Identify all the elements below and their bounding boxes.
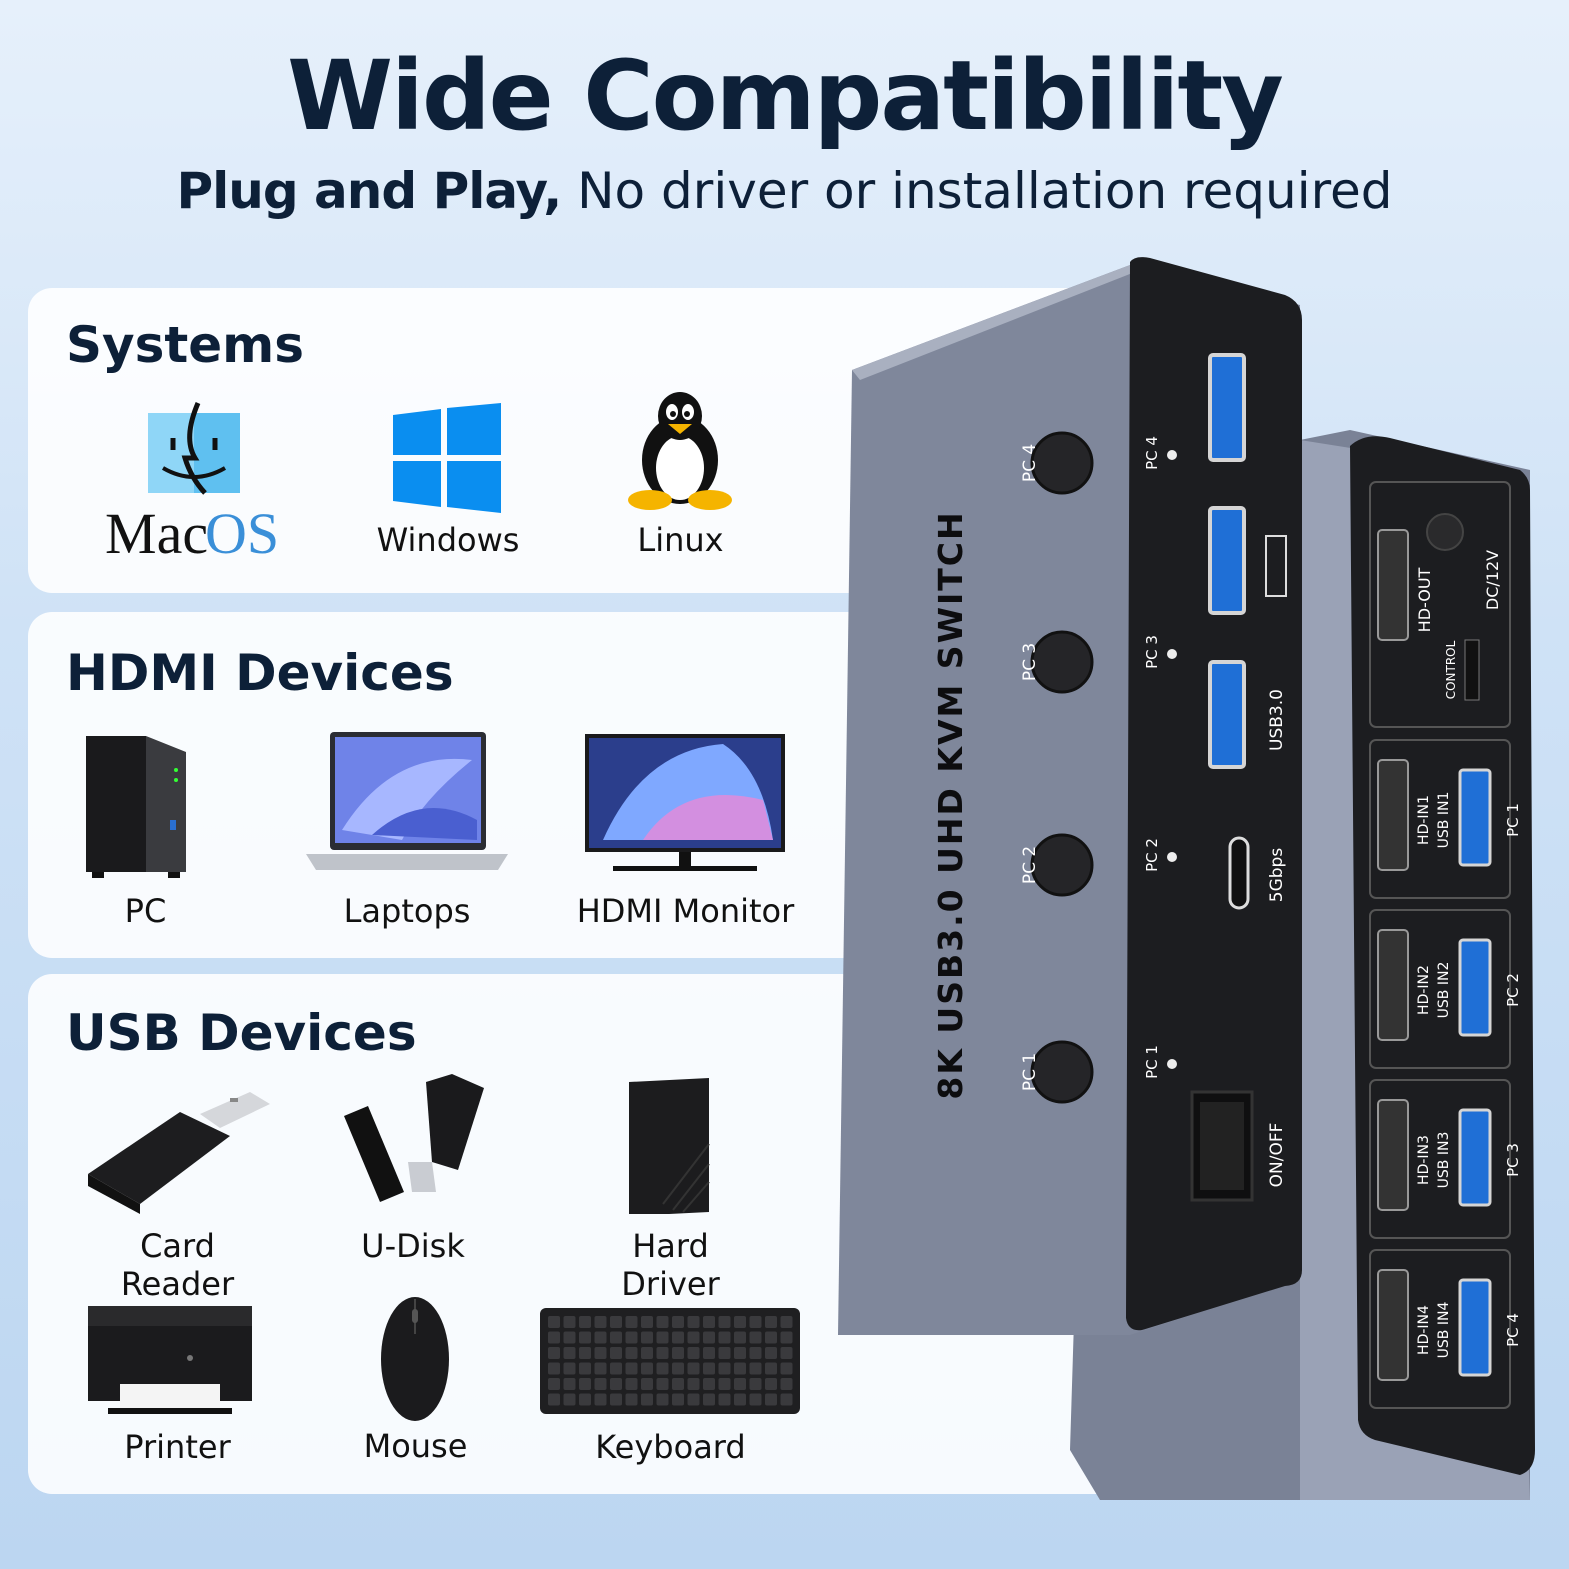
pc-button-label: PC 1 — [1020, 1053, 1040, 1091]
hd-in-label: HD-IN2 — [1416, 965, 1432, 1015]
rear-port-group — [1369, 1249, 1511, 1409]
rear-pc-label: PC 4 — [1504, 1313, 1522, 1347]
hdmi-in-port[interactable] — [1377, 1269, 1409, 1381]
pc-led — [1167, 649, 1177, 659]
laptops-item: Laptops — [302, 730, 512, 930]
systems-heading: Systems — [66, 316, 305, 374]
rear-pc-label: PC 1 — [1504, 803, 1522, 837]
windows-label: Windows — [376, 521, 520, 559]
usb-in-label: USB IN2 — [1436, 962, 1452, 1019]
laptop-icon — [306, 732, 508, 870]
pc-select-button[interactable] — [1030, 1040, 1094, 1104]
linux-label: Linux — [637, 521, 724, 559]
pc-button-label: PC 4 — [1020, 444, 1040, 482]
windows-item: Windows — [368, 403, 528, 563]
keyboard-icon — [540, 1308, 800, 1414]
u-disk-label: U-Disk — [361, 1227, 465, 1265]
hd-in-label: HD-IN4 — [1416, 1305, 1432, 1355]
nas-pc-icon — [86, 736, 186, 878]
subtitle-rest: No driver or installation required — [561, 162, 1393, 220]
subtitle-bold: Plug and Play, — [176, 162, 562, 220]
usb-in-label: USB IN4 — [1436, 1302, 1452, 1359]
hard-drive-item: Hard Driver — [583, 1074, 758, 1303]
hard-drive-label: Hard Driver — [621, 1227, 720, 1303]
hdmi-heading: HDMI Devices — [66, 644, 454, 702]
usb30-label: USB3.0 — [1267, 689, 1287, 751]
pc-led-label: PC 2 — [1143, 838, 1161, 872]
rear-pc-label: PC 3 — [1504, 1143, 1522, 1177]
pc-select-button[interactable] — [1030, 630, 1094, 694]
usb-in-label: USB IN1 — [1436, 792, 1452, 849]
monitor-label: HDMI Monitor — [576, 892, 795, 930]
5gbps-label: 5Gbps — [1267, 848, 1287, 903]
rear-port-group — [1369, 739, 1511, 899]
monitor-item: HDMI Monitor — [573, 730, 798, 930]
rear-panel — [1350, 436, 1535, 1476]
printer-item: Printer — [80, 1296, 275, 1486]
hd-in-label: HD-IN3 — [1416, 1135, 1432, 1185]
card-reader-label: Card Reader — [120, 1227, 235, 1303]
pc-led — [1167, 1059, 1177, 1069]
page-title: Wide Compatibility — [287, 40, 1284, 152]
macos-logo-icon: Mac OS — [103, 398, 283, 568]
usb-in-label: USB IN3 — [1436, 1132, 1452, 1189]
headline: Wide Compatibility Plug and Play, No dri… — [0, 40, 1569, 220]
card-reader-item: Card Reader — [80, 1074, 275, 1303]
dc-label: DC/12V — [1483, 550, 1502, 610]
usb-drive-icon — [344, 1074, 484, 1202]
mouse-label: Mouse — [363, 1427, 468, 1465]
usb-heading: USB Devices — [66, 1004, 417, 1062]
linux-penguin-icon — [628, 392, 732, 510]
usb-in-port[interactable] — [1458, 1278, 1492, 1377]
hdmi-in-port[interactable] — [1377, 1099, 1409, 1211]
control-label: CONTROL — [1444, 640, 1458, 699]
pc-label: PC — [124, 892, 167, 930]
svg-text:OS: OS — [205, 501, 279, 566]
pc-button-label: PC 3 — [1020, 643, 1040, 681]
hd-out-label: HD-OUT — [1415, 567, 1434, 632]
svg-text:Mac: Mac — [105, 501, 208, 566]
usb-in-port[interactable] — [1458, 1108, 1492, 1207]
pc-led-label: PC 1 — [1143, 1045, 1161, 1079]
rear-pc-label: PC 2 — [1504, 973, 1522, 1007]
keyboard-label: Keyboard — [595, 1428, 746, 1466]
u-disk-item: U-Disk — [338, 1074, 488, 1265]
rear-port-group — [1369, 909, 1511, 1069]
power-label: ON/OFF — [1267, 1123, 1287, 1188]
linux-item: Linux — [608, 388, 753, 563]
rear-port-group — [1369, 1079, 1511, 1239]
pc-select-button[interactable] — [1030, 431, 1094, 495]
pc-item: PC — [78, 730, 213, 930]
hard-drive-icon — [629, 1078, 710, 1214]
page-subtitle: Plug and Play, No driver or installation… — [0, 162, 1569, 220]
pc-led — [1167, 450, 1177, 460]
usb-in-port[interactable] — [1458, 938, 1492, 1037]
pc-led-label: PC 4 — [1143, 436, 1161, 470]
printer-label: Printer — [124, 1428, 231, 1466]
hd-in-label: HD-IN1 — [1416, 795, 1432, 845]
pc-button-label: PC 2 — [1020, 846, 1040, 884]
monitor-icon — [585, 734, 785, 871]
laptops-label: Laptops — [343, 892, 471, 930]
kvm-side-label: 8K USB3.0 UHD KVM SWITCH — [931, 510, 970, 1099]
printer-icon — [88, 1306, 252, 1414]
pc-led — [1167, 852, 1177, 862]
card-reader-icon — [88, 1092, 270, 1214]
hdmi-in-port[interactable] — [1377, 929, 1409, 1041]
pc-led-label: PC 3 — [1143, 635, 1161, 669]
keyboard-item: Keyboard — [538, 1306, 803, 1486]
windows-logo-icon — [393, 403, 501, 513]
hdmi-in-port[interactable] — [1377, 759, 1409, 871]
usb-in-port[interactable] — [1458, 768, 1492, 867]
mouse-item: Mouse — [358, 1289, 473, 1479]
pc-select-button[interactable] — [1030, 833, 1094, 897]
mouse-icon — [381, 1297, 449, 1421]
